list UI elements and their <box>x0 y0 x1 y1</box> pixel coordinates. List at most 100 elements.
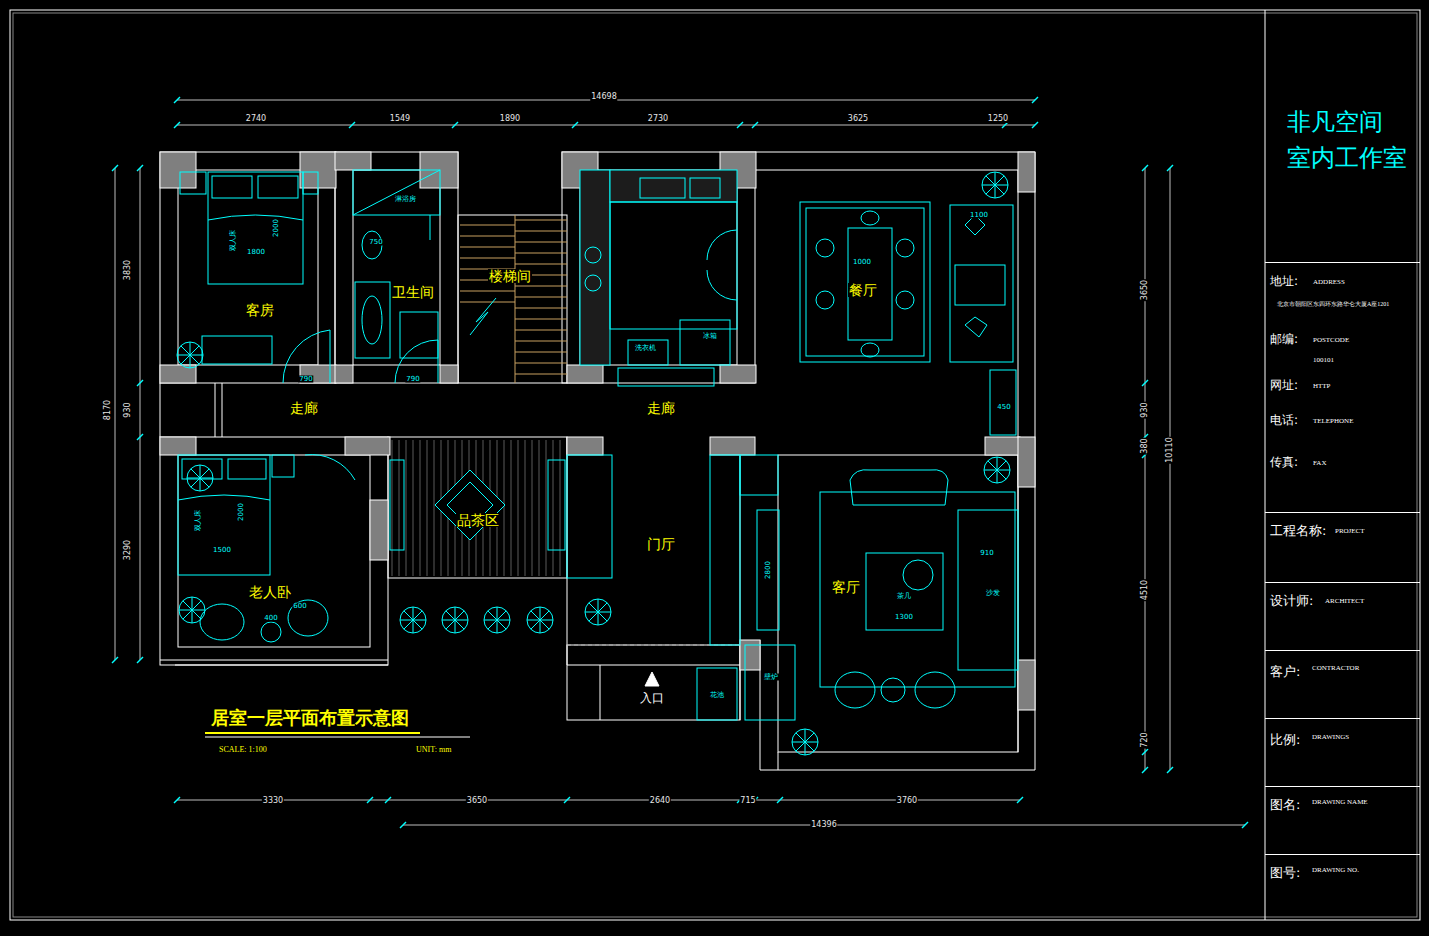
wall-outline <box>580 170 737 365</box>
plant-leaf <box>995 172 996 185</box>
plant-leaf <box>200 478 209 487</box>
sheet-frame-inner-group <box>13 13 1417 917</box>
plant-leaf <box>995 176 1004 185</box>
plant-leaf <box>200 465 201 478</box>
wall-column <box>567 365 603 383</box>
plant-leaf <box>413 620 422 629</box>
foyer-cabinet <box>757 510 779 630</box>
wall-column <box>440 365 458 383</box>
dimension-tick <box>752 122 758 128</box>
plant-leaf <box>986 185 995 194</box>
sheet-frame-group <box>10 10 1420 920</box>
field-value: HTTP <box>1313 382 1331 390</box>
plant-leaf <box>796 742 805 751</box>
plant-leaf <box>446 611 455 620</box>
stair-tread <box>515 242 567 243</box>
furniture-note: 750 <box>368 239 383 246</box>
guest-room-furniture <box>208 172 303 284</box>
plant-leaf <box>805 729 806 742</box>
plant-leaf <box>598 612 599 625</box>
field-value: ARCHITECT <box>1325 597 1364 605</box>
living-seat <box>835 672 875 708</box>
dimension-tick <box>385 797 391 803</box>
stair-tread <box>515 308 567 309</box>
stair-tread <box>515 286 567 287</box>
plant-leaf <box>179 610 192 611</box>
dining-furniture-group <box>800 202 1016 435</box>
tea-floor-hatch <box>546 440 547 576</box>
plant-leaf <box>598 612 607 621</box>
plant-leaf <box>190 346 199 355</box>
lounge-chair <box>965 317 987 337</box>
title-block-cell: 地址:ADDRESS北京市朝阳区东四环东路华仑大厦A座1201邮编:POSTCO… <box>1265 262 1420 512</box>
wall-line <box>567 665 740 666</box>
wall-line <box>778 770 1035 771</box>
plant-leaf <box>413 620 426 621</box>
dimension-value: 10110 <box>1166 436 1174 463</box>
title-underline <box>205 732 420 734</box>
stair-tread <box>515 319 567 320</box>
wall-line <box>215 383 216 437</box>
dimension-value: 715 <box>739 797 756 805</box>
living-furniture <box>958 510 1018 670</box>
plant-leaf <box>497 607 498 620</box>
dimension-tick <box>349 122 355 128</box>
kitchen-fixture <box>680 320 730 365</box>
wall-outline <box>160 437 388 665</box>
plant-symbol <box>484 607 510 633</box>
title-underline-thin-group <box>205 737 470 738</box>
plant-leaf <box>455 607 456 620</box>
tea-floor-hatch <box>511 440 512 576</box>
title-block-cell: 客户:CONTRACTOR <box>1265 650 1420 718</box>
title-block-cell: 图号:DRAWING NO. <box>1265 854 1420 920</box>
dimension-value: 3625 <box>847 115 869 123</box>
studio-name: 非凡空间 室内工作室 <box>1287 104 1412 176</box>
stair-tread <box>460 247 515 248</box>
tea-floor-hatch <box>406 440 407 576</box>
dimension-value: 3650 <box>1141 279 1149 301</box>
guest-room-furniture <box>258 176 298 198</box>
plant-leaf <box>589 603 598 612</box>
wall-outline <box>178 170 318 365</box>
elder-room-seat <box>200 604 244 640</box>
plant-symbol <box>442 607 468 633</box>
field-label: 客户: <box>1270 665 1300 680</box>
furniture-note: 790 <box>298 376 313 383</box>
tea-floor-hatch <box>413 440 414 576</box>
field-value: DRAWING NO. <box>1312 866 1359 874</box>
dining-chair <box>816 291 834 309</box>
field-value: DRAWINGS <box>1312 733 1349 741</box>
living-furniture-group <box>820 492 1018 687</box>
stair-tread <box>515 341 567 342</box>
furniture-note: 1500 <box>212 547 232 554</box>
plant-leaf <box>805 733 814 742</box>
field-label: 网址: <box>1270 379 1298 393</box>
stair-tread <box>515 220 567 221</box>
elder-room-seat <box>261 622 281 642</box>
wall-column <box>160 152 196 188</box>
plant-leaf <box>183 610 192 619</box>
scale-note: SCALE: 1:100 <box>218 746 268 754</box>
dimension-value: 1250 <box>987 115 1009 123</box>
plant-leaf <box>192 601 201 610</box>
tea-cabinet <box>390 460 404 550</box>
plant-leaf <box>540 620 541 633</box>
stair-tread <box>515 363 567 364</box>
bathroom-detail <box>353 170 440 215</box>
dimension-value: 2740 <box>245 115 267 123</box>
plant-symbol <box>400 607 426 633</box>
plant-leaf <box>598 599 599 612</box>
plant-leaf <box>531 611 540 620</box>
sheet-frame <box>10 10 1420 920</box>
stair-tread <box>515 297 567 298</box>
wall-outline-group <box>160 152 1018 752</box>
furniture-note: 沙发 <box>985 590 1001 597</box>
wall-outline <box>178 455 370 647</box>
dimension-tick <box>452 122 458 128</box>
elder-room-furniture <box>272 455 294 477</box>
field-label: 图名: <box>1270 798 1300 813</box>
plant-leaf <box>200 469 209 478</box>
dimension-tick <box>572 122 578 128</box>
living-sofa-group <box>850 470 948 505</box>
